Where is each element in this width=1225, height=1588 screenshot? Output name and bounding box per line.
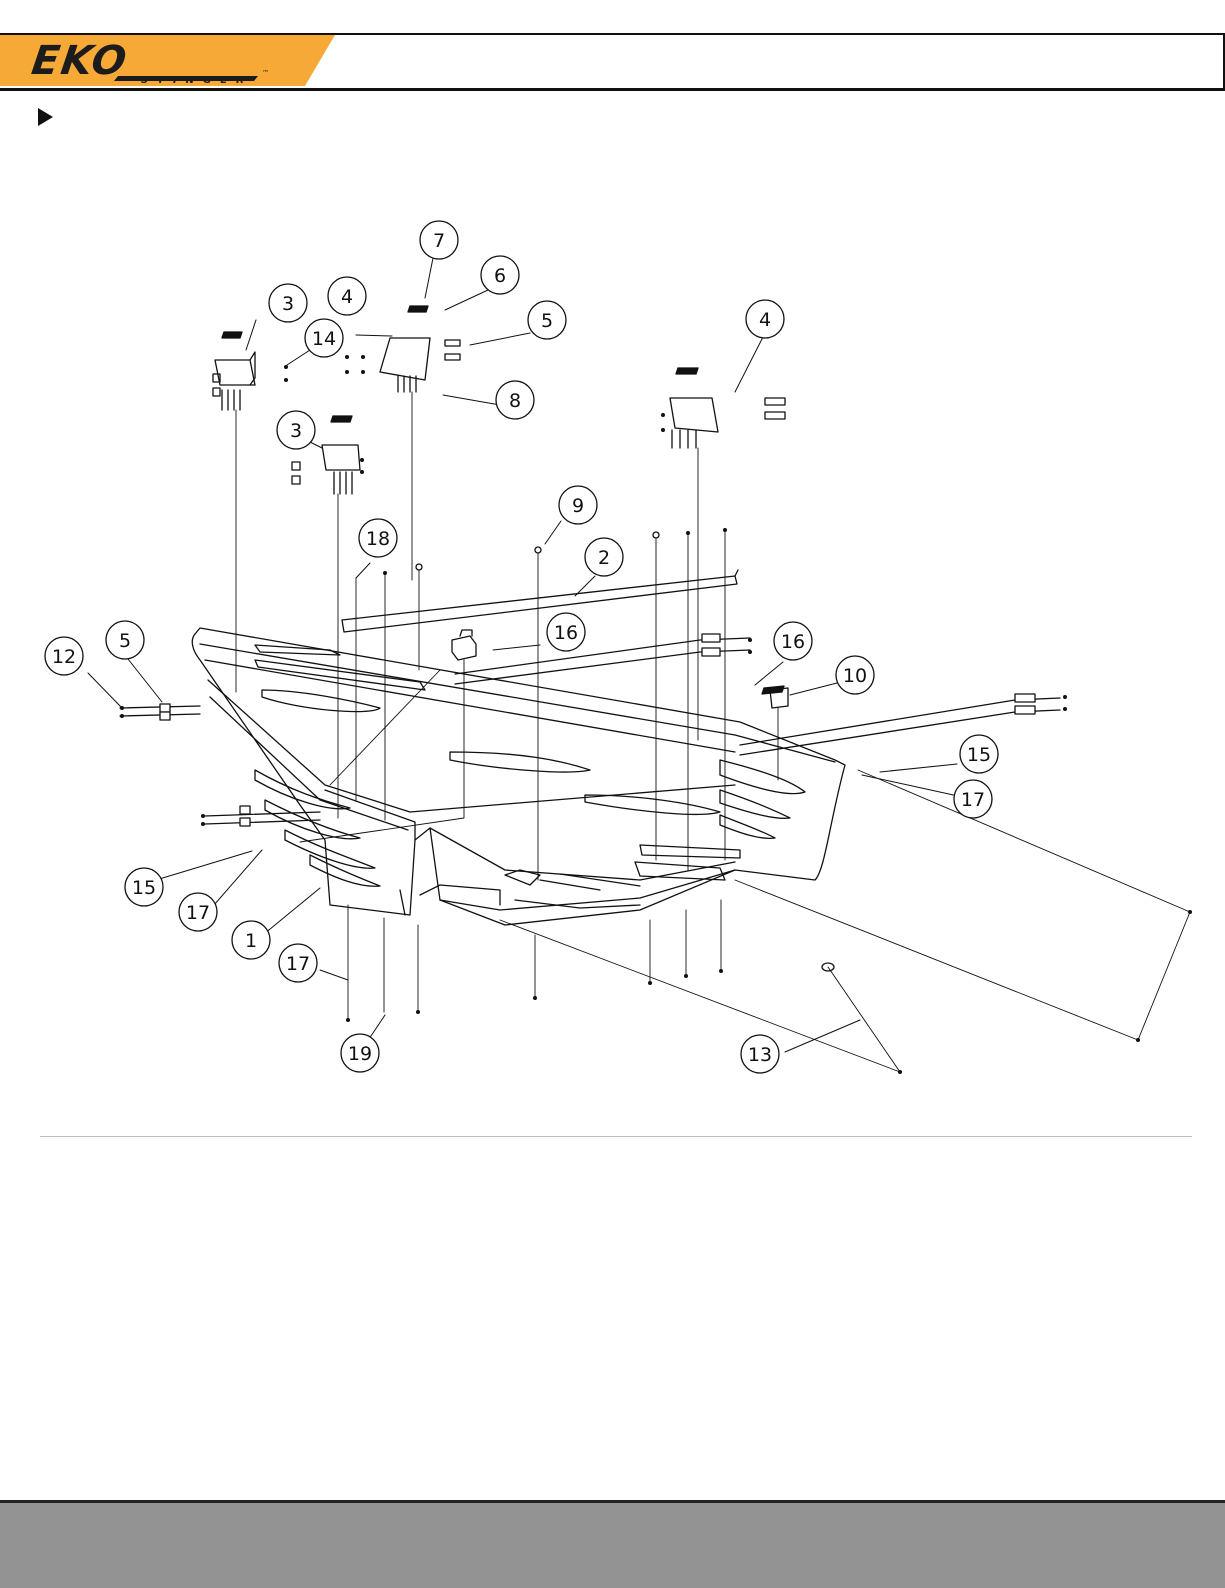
callout-label: 4 bbox=[759, 309, 771, 331]
seat-bracket-4a bbox=[380, 306, 460, 392]
callout-label: 3 bbox=[290, 420, 302, 442]
callout-18: 18 bbox=[359, 519, 397, 557]
callout-7: 7 bbox=[420, 221, 458, 259]
callout-10: 10 bbox=[836, 656, 874, 694]
callout-label: 8 bbox=[509, 390, 521, 412]
rub-rail bbox=[342, 570, 738, 632]
callout-17c: 17 bbox=[279, 944, 317, 982]
callout-label: 19 bbox=[348, 1043, 372, 1065]
callout-label: 6 bbox=[494, 265, 506, 287]
callout-label: 13 bbox=[748, 1044, 772, 1066]
callout-label: 4 bbox=[341, 286, 353, 308]
callout-label: 15 bbox=[132, 877, 156, 899]
callout-label: 3 bbox=[282, 293, 294, 315]
callout-16: 16 bbox=[547, 613, 585, 651]
callout-8: 8 bbox=[496, 381, 534, 419]
seat-bracket-4b bbox=[670, 368, 785, 448]
callout-3b: 3 bbox=[277, 411, 315, 449]
callout-12: 12 bbox=[45, 637, 83, 675]
callout-15b: 15 bbox=[125, 868, 163, 906]
callout-label: 16 bbox=[554, 622, 578, 644]
callout-label: 5 bbox=[541, 310, 553, 332]
callout-label: 10 bbox=[843, 665, 867, 687]
callout-label: 18 bbox=[366, 528, 390, 550]
callout-label: 9 bbox=[572, 495, 584, 517]
exploded-parts-diagram: 1 2 3 3 4 4 5 5 6 7 8 9 10 12 13 14 15 1… bbox=[0, 0, 1225, 1130]
callout-6: 6 bbox=[481, 256, 519, 294]
callout-14: 14 bbox=[305, 319, 343, 357]
callout-2: 2 bbox=[585, 538, 623, 576]
callout-label: 2 bbox=[598, 547, 610, 569]
callout-label: 17 bbox=[186, 902, 210, 924]
callout-4b: 4 bbox=[746, 300, 784, 338]
callout-label: 1 bbox=[245, 930, 257, 952]
callout-4: 4 bbox=[328, 277, 366, 315]
callout-label: 17 bbox=[286, 953, 310, 975]
callout-label: 16 bbox=[781, 631, 805, 653]
callout-1: 1 bbox=[232, 921, 270, 959]
callout-3: 3 bbox=[269, 284, 307, 322]
callout-16b: 16 bbox=[774, 622, 812, 660]
callout-17b: 17 bbox=[179, 893, 217, 931]
footer-bar bbox=[0, 1500, 1225, 1588]
callout-label: 5 bbox=[119, 630, 131, 652]
callout-label: 17 bbox=[961, 789, 985, 811]
callout-label: 12 bbox=[52, 646, 76, 668]
callout-13: 13 bbox=[741, 1035, 779, 1073]
callout-19: 19 bbox=[341, 1034, 379, 1072]
callout-9: 9 bbox=[559, 486, 597, 524]
callout-label: 7 bbox=[433, 230, 445, 252]
callout-5b: 5 bbox=[106, 621, 144, 659]
callout-label: 14 bbox=[312, 328, 336, 350]
callout-15: 15 bbox=[960, 735, 998, 773]
seat-bracket-3a bbox=[213, 332, 255, 410]
content-divider bbox=[40, 1136, 1192, 1137]
callout-5: 5 bbox=[528, 301, 566, 339]
callout-label: 15 bbox=[967, 744, 991, 766]
callout-17: 17 bbox=[954, 780, 992, 818]
boat-hull bbox=[192, 628, 845, 925]
